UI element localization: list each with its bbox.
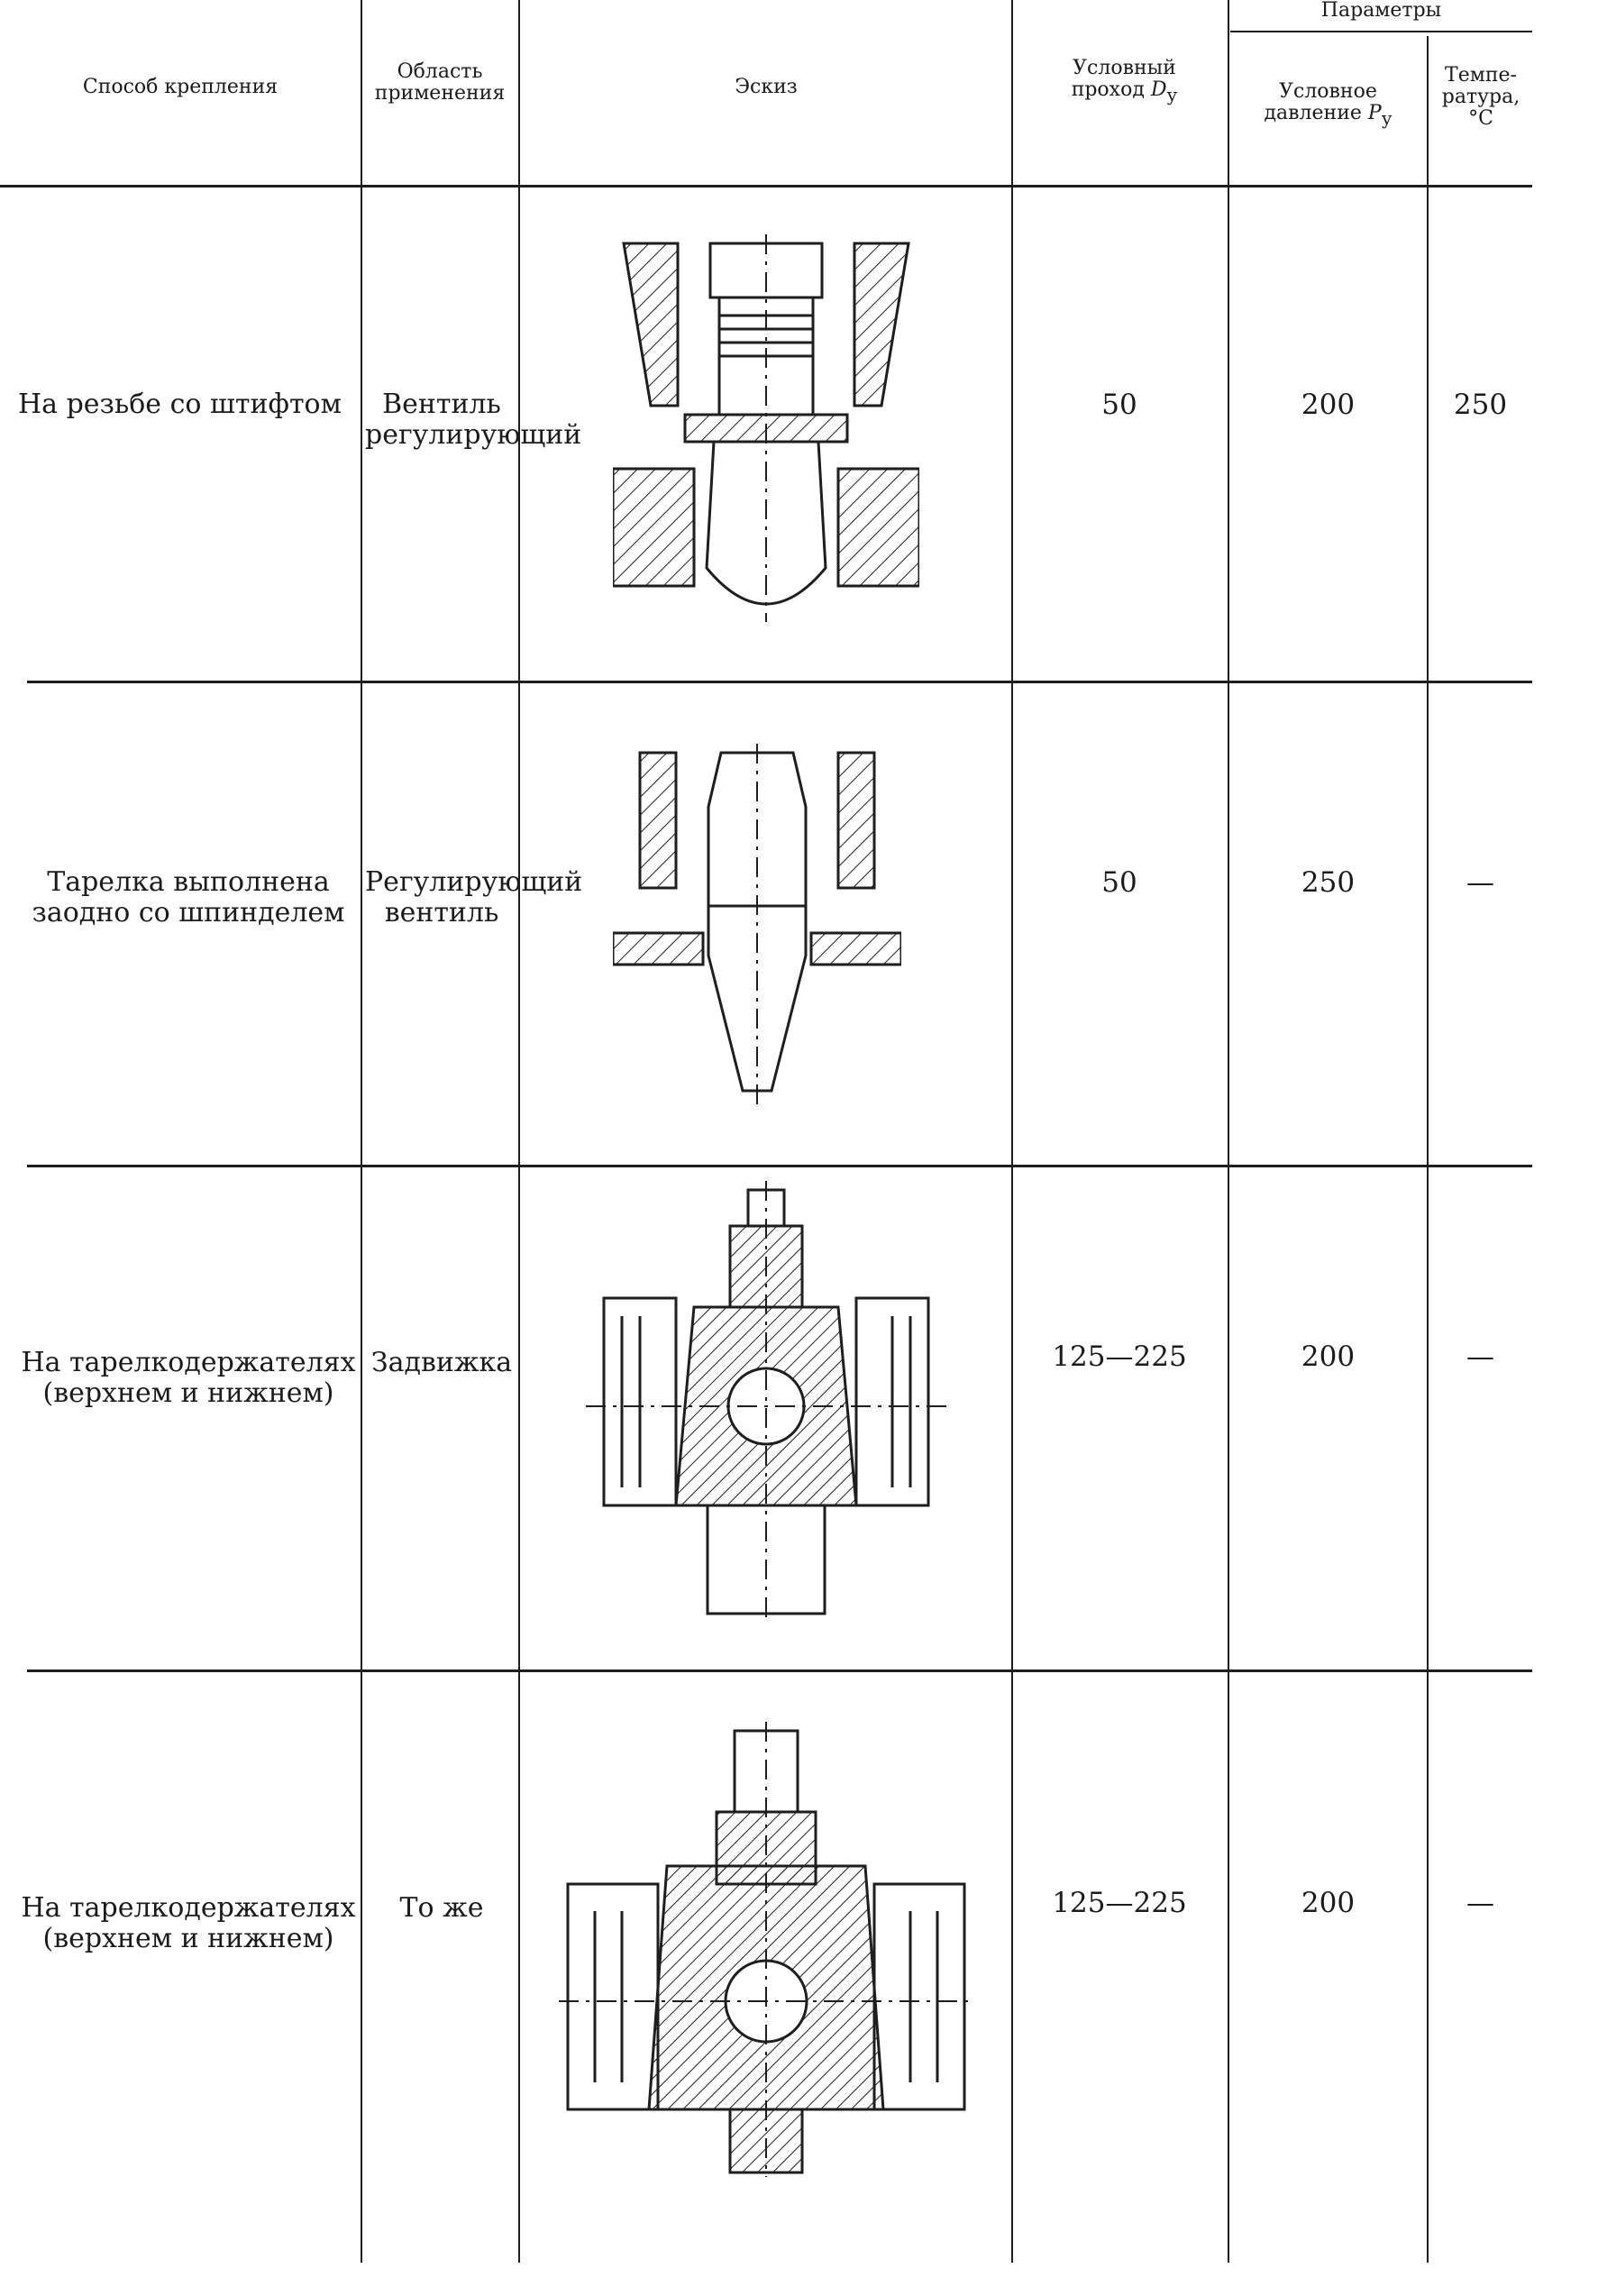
row-temperature: —: [1466, 1887, 1494, 1919]
row-pressure: 200: [1301, 1887, 1356, 1919]
row-area: Задвижка: [370, 1347, 513, 1378]
pressure-symbol: P: [1367, 102, 1382, 124]
row-area: Регулирующий вентиль: [365, 866, 583, 928]
row-pressure: 250: [1301, 866, 1356, 899]
header-bottom-rule: [0, 185, 1532, 188]
row-method: На тарелкодержателях (верхнем и нижнем): [21, 1892, 356, 1954]
column-divider: [1427, 36, 1429, 2263]
row-bore: 125—225: [1052, 1340, 1187, 1373]
row-temperature: 250: [1453, 389, 1508, 421]
row-divider: [27, 1165, 1532, 1167]
pressure-column-heading: Условное давление Pу: [1231, 80, 1425, 130]
row-method: На резьбе со штифтом: [18, 389, 342, 420]
row-bore: 125—225: [1052, 1887, 1187, 1919]
bore-symbol: D: [1150, 78, 1167, 101]
row-pressure: 200: [1301, 389, 1356, 421]
column-divider: [1228, 0, 1229, 2263]
row-temperature: —: [1466, 1340, 1494, 1373]
column-divider: [1011, 0, 1013, 2263]
row-area: То же: [399, 1892, 484, 1924]
row-divider: [27, 1669, 1532, 1672]
integral-spindle-disc-sketch: [613, 735, 901, 1113]
method-column-heading: Способ крепления: [82, 76, 279, 98]
threaded-pin-valve-disc-sketch: [613, 225, 919, 640]
params-group-heading: Параметры: [1320, 0, 1442, 22]
params-group-rule: [1230, 31, 1532, 32]
row-divider: [27, 681, 1532, 683]
temperature-column-heading: Темпе-ратура, °С: [1441, 64, 1520, 130]
pressure-symbol-subscript: у: [1381, 107, 1393, 129]
column-divider: [361, 0, 362, 2263]
row-pressure: 200: [1301, 1340, 1356, 1373]
gate-valve-disc-holders-variant-sketch: [559, 1713, 973, 2182]
column-divider: [518, 0, 520, 2263]
row-bore: 50: [1101, 866, 1137, 899]
row-temperature: —: [1466, 866, 1494, 899]
bore-heading-text: Условный проход: [1071, 57, 1176, 101]
bore-symbol-subscript: у: [1166, 84, 1178, 105]
row-area: Вентиль регулирующий: [365, 389, 582, 451]
row-method: На тарелкодержателях (верхнем и нижнем): [21, 1347, 356, 1409]
row-bore: 50: [1101, 389, 1137, 421]
sketch-column-heading: Эскиз: [735, 76, 798, 98]
area-column-heading: Область применения: [374, 60, 506, 105]
row-method: Тарелка выполнена заодно со шпинделем: [32, 866, 345, 928]
pressure-heading-text: Условное давление: [1264, 80, 1377, 124]
bore-column-heading: Условный проход Dу: [1046, 57, 1203, 106]
gate-valve-disc-holders-sketch: [586, 1172, 946, 1623]
